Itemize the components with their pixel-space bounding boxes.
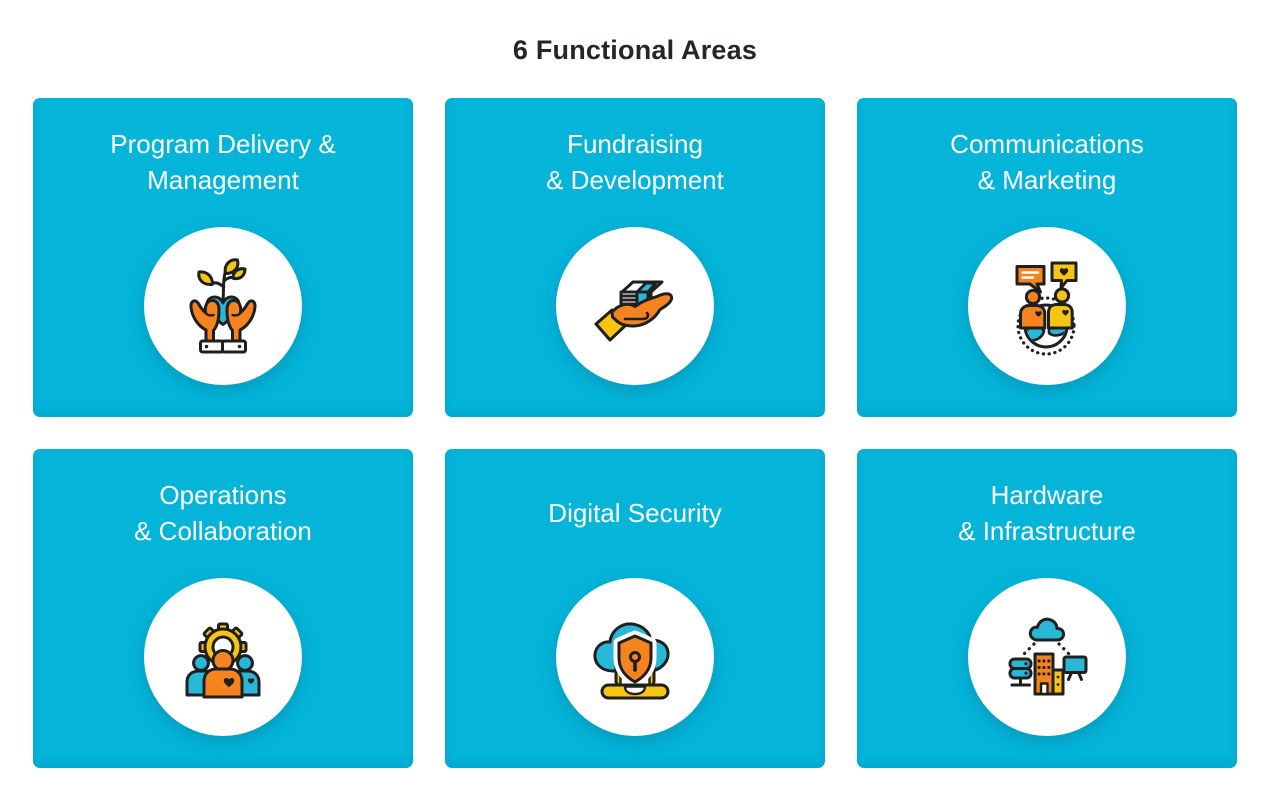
icon-circle [144,578,302,736]
people-chat-globe-icon [1015,261,1078,356]
card-title: Fundraising & Development [546,129,724,195]
cloud-building-devices-icon [1008,617,1088,696]
hands-heart-plant-icon [189,258,257,354]
icon-circle [968,578,1126,736]
card-title: Operations & Collaboration [134,480,312,546]
card-title: Communications & Marketing [950,129,1144,195]
card-fundraising-development: Fundraising & Development [445,98,825,417]
icon-circle [968,227,1126,385]
card-operations-collaboration: Operations & Collaboration [33,449,413,768]
cloud-shield-laptop-icon [593,622,670,700]
card-digital-security: Digital Security [445,449,825,768]
card-title: Program Delivery & Management [110,129,336,195]
icon-circle [556,578,714,736]
card-communications-marketing: Communications & Marketing [857,98,1237,417]
icon-circle [556,227,714,385]
card-title: Hardware & Infrastructure [958,480,1136,546]
card-program-delivery-management: Program Delivery & Management [33,98,413,417]
page-title: 6 Functional Areas [512,35,758,65]
card-title: Digital Security [548,498,722,528]
hand-money-icon [594,280,674,342]
gear-people-icon [185,622,261,699]
cards-grid: Program Delivery & Management [33,98,1237,768]
card-hardware-infrastructure: Hardware & Infrastructure [857,449,1237,768]
icon-circle [144,227,302,385]
